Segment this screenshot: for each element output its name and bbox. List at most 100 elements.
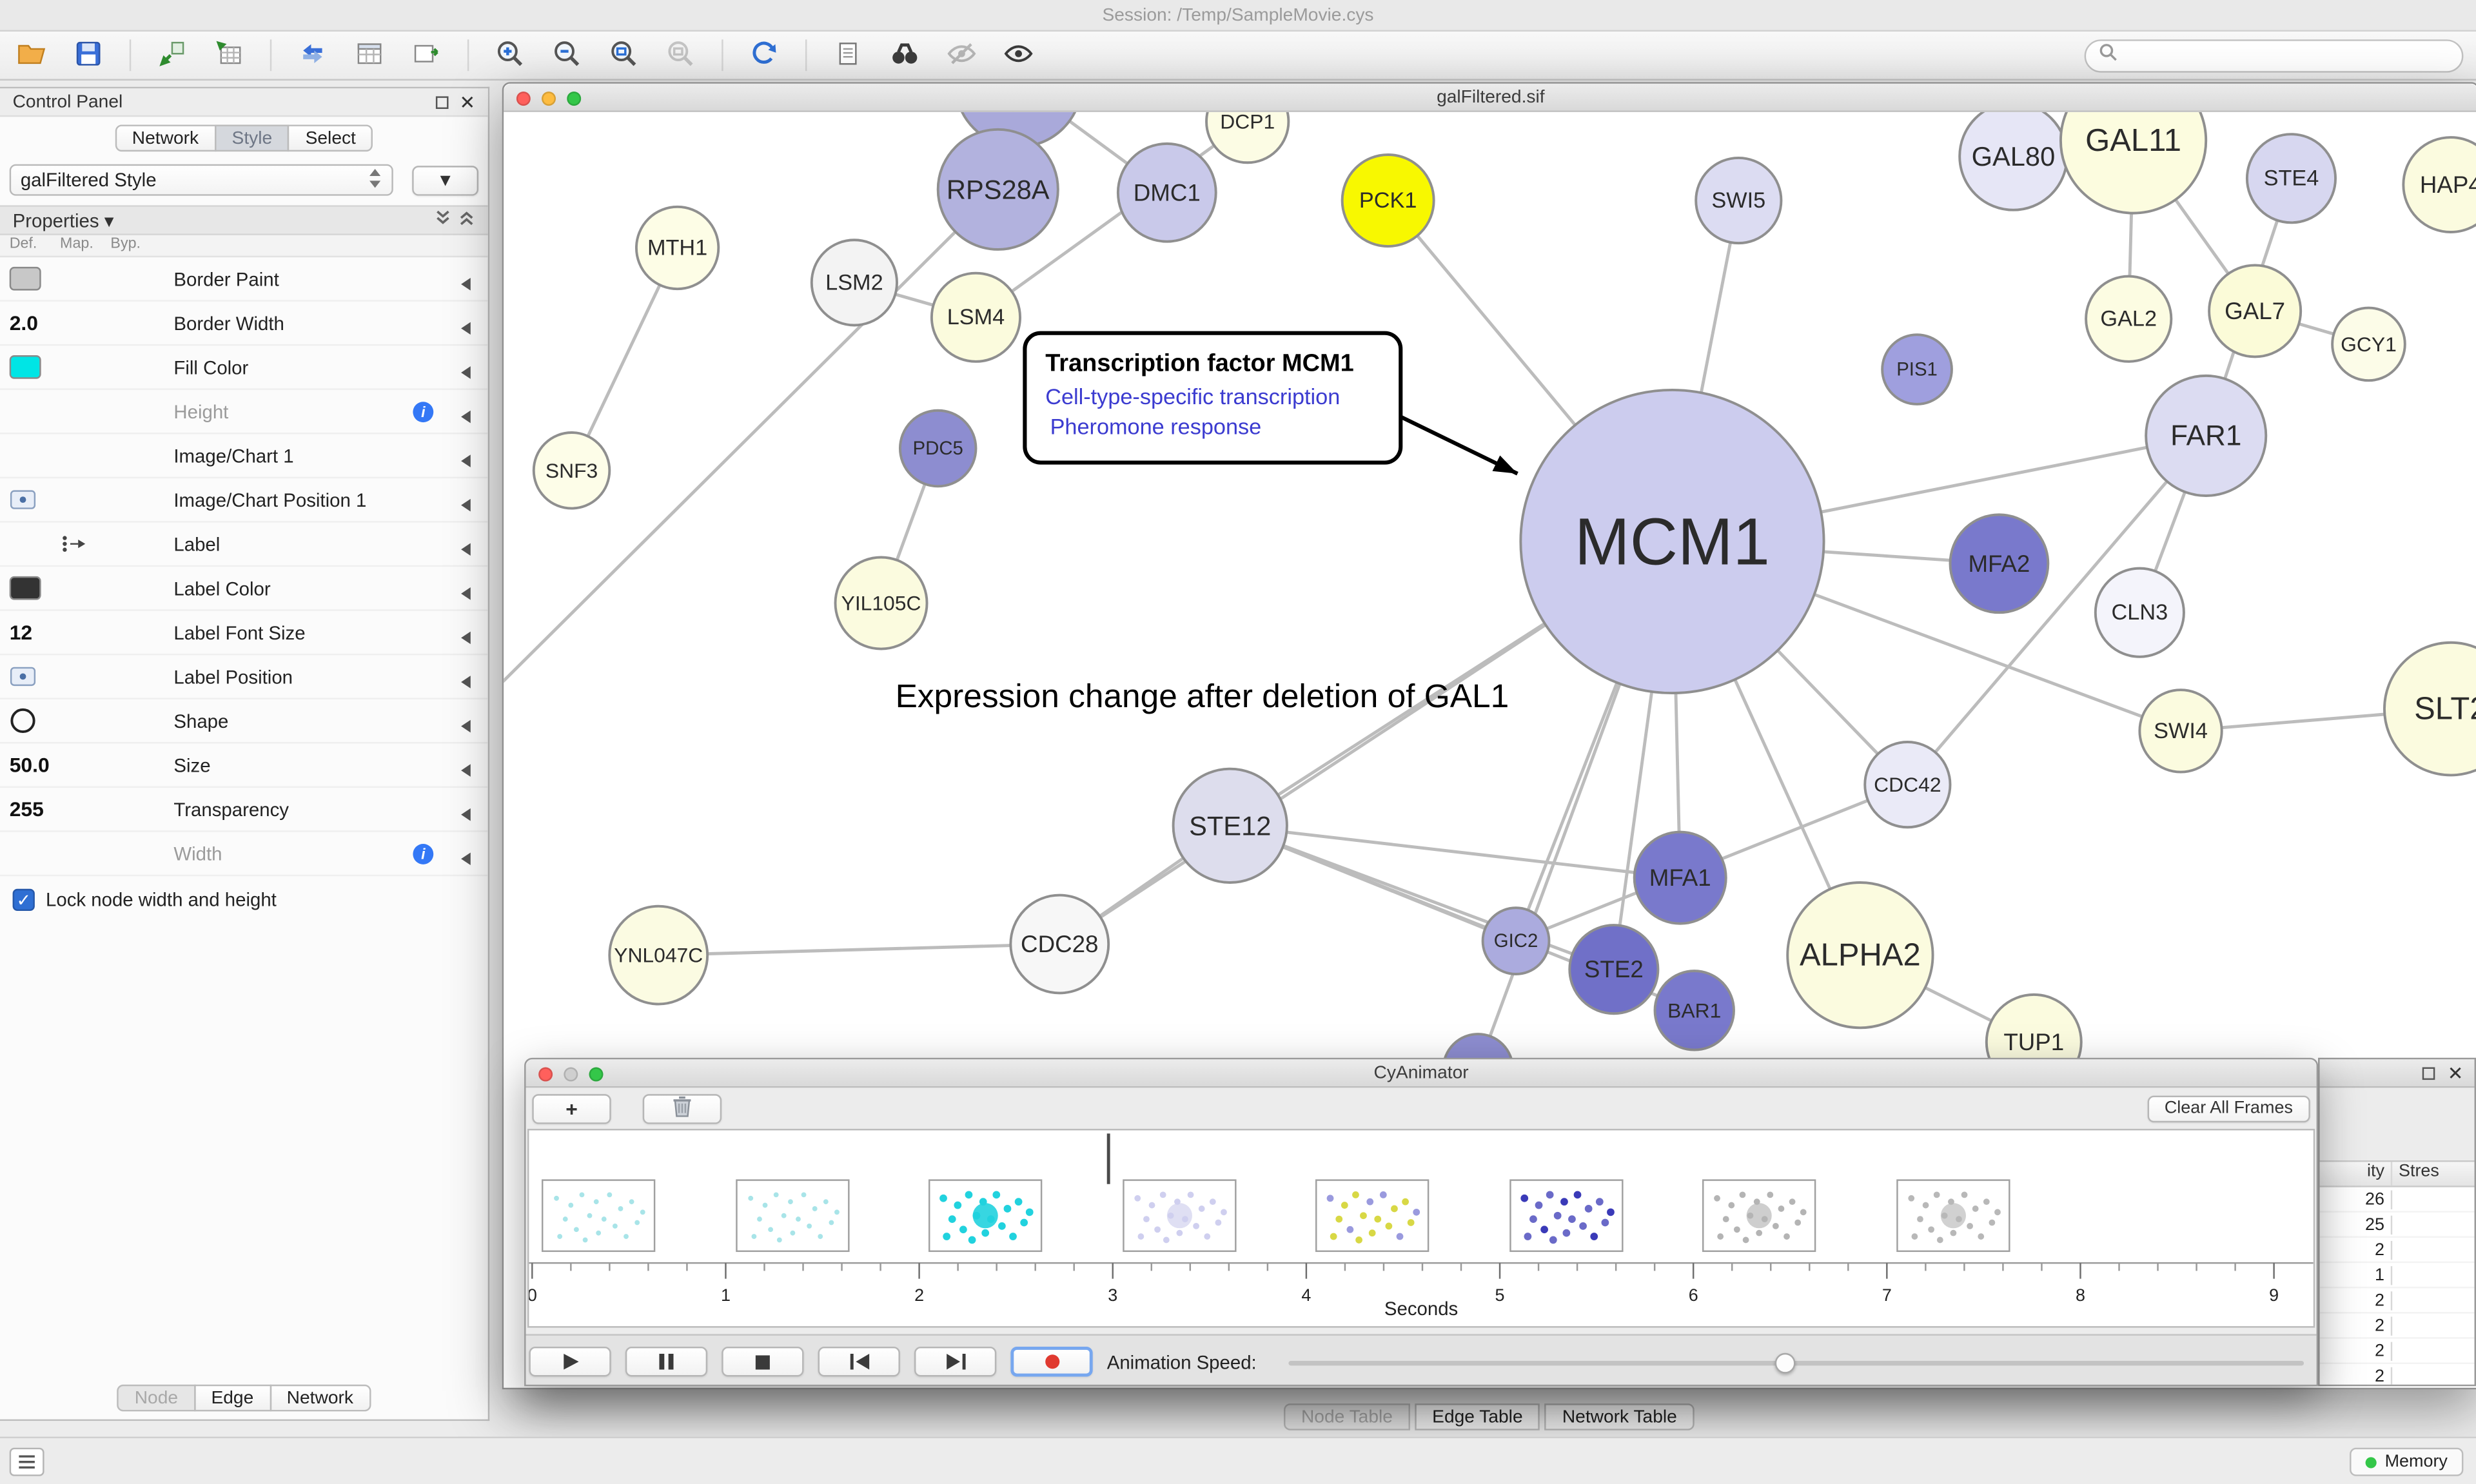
chevron-left-icon[interactable] <box>460 493 473 521</box>
cyanimator-titlebar[interactable]: CyAnimator <box>526 1059 2317 1088</box>
import-network-button[interactable] <box>153 36 192 74</box>
clone-network-button[interactable] <box>829 36 867 74</box>
float-panel-icon[interactable] <box>435 95 449 108</box>
results-table-row[interactable]: 2 <box>2319 1339 2475 1364</box>
style-options-button[interactable]: ▾ <box>412 164 479 195</box>
tab-edge-table[interactable]: Edge Table <box>1415 1403 1540 1430</box>
caption-text[interactable]: Expression change after deletion of GAL1 <box>896 677 1509 714</box>
apply-layout-button[interactable] <box>745 36 783 74</box>
results-table-row[interactable]: 2 <box>2320 1364 2475 1385</box>
chevron-left-icon[interactable] <box>460 404 473 433</box>
network-node-gal80[interactable]: GAL80 <box>1958 112 2068 211</box>
chevron-left-icon[interactable] <box>460 625 473 654</box>
import-table-button[interactable] <box>210 36 248 74</box>
network-node-gal7[interactable]: GAL7 <box>2208 264 2303 358</box>
frame-thumbnail-7[interactable] <box>1896 1179 2010 1253</box>
skip-to-start-button[interactable] <box>818 1346 900 1377</box>
network-node-dcp1[interactable]: DCP1 <box>1205 112 1290 164</box>
zoom-fit-button[interactable] <box>605 36 643 74</box>
tab-select[interactable]: Select <box>288 124 373 152</box>
network-node-gal2[interactable]: GAL2 <box>2085 275 2173 363</box>
chevron-left-icon[interactable] <box>460 758 473 786</box>
chevron-left-icon[interactable] <box>460 316 473 344</box>
search-box[interactable] <box>2084 39 2464 72</box>
close-panel-icon[interactable]: ✕ <box>459 90 476 113</box>
network-node-far1[interactable]: FAR1 <box>2145 374 2268 497</box>
color-swatch[interactable] <box>9 355 41 379</box>
network-node-ynl047c[interactable]: YNL047C <box>608 904 709 1006</box>
network-window-titlebar[interactable]: galFiltered.sif <box>504 83 2476 112</box>
network-node-swi4[interactable]: SWI4 <box>2138 688 2223 774</box>
network-node-mfa1[interactable]: MFA1 <box>1633 830 1727 925</box>
close-window-icon[interactable] <box>516 90 531 105</box>
network-node-alpha2[interactable]: ALPHA2 <box>1786 881 1934 1030</box>
network-node-mth1[interactable]: MTH1 <box>634 205 720 291</box>
network-node-yil105c[interactable]: YIL105C <box>834 556 928 650</box>
export-table-button[interactable] <box>351 36 389 74</box>
tab-node[interactable]: Node <box>117 1384 195 1412</box>
timeline-playhead[interactable] <box>1106 1133 1110 1184</box>
frame-thumbnail-0[interactable] <box>542 1179 656 1253</box>
results-table-row[interactable]: 2 <box>2319 1314 2475 1339</box>
chevron-left-icon[interactable] <box>460 271 473 300</box>
property-row-label[interactable]: Label <box>0 523 488 567</box>
chevron-left-icon[interactable] <box>460 581 473 609</box>
chevron-left-icon[interactable] <box>460 846 473 875</box>
color-swatch[interactable] <box>9 576 41 600</box>
results-table-row[interactable]: 25 <box>2319 1213 2475 1238</box>
open-session-button[interactable] <box>13 36 51 74</box>
property-row-label-position[interactable]: Label Position <box>0 655 488 699</box>
collapse-all-icon[interactable] <box>434 208 451 232</box>
task-history-button[interactable] <box>9 1447 44 1476</box>
results-col-header[interactable]: Stres <box>2399 1162 2439 1181</box>
network-node-pis1[interactable]: PIS1 <box>1881 333 1953 405</box>
lock-size-checkbox[interactable]: ✓ Lock node width and height <box>12 888 488 912</box>
network-node-gcy1[interactable]: GCY1 <box>2331 306 2406 382</box>
property-row-shape[interactable]: Shape <box>0 699 488 744</box>
tab-network[interactable]: Network <box>114 124 217 152</box>
chevron-left-icon[interactable] <box>460 714 473 742</box>
network-node-cdc28[interactable]: CDC28 <box>1009 893 1110 995</box>
frame-thumbnail-2[interactable] <box>928 1179 1043 1253</box>
tab-network-table[interactable]: Network Table <box>1544 1403 1695 1430</box>
delete-frame-button[interactable] <box>642 1093 722 1124</box>
property-row-border-paint[interactable]: Border Paint <box>0 257 488 302</box>
zoom-out-button[interactable] <box>548 36 586 74</box>
network-node-gal11[interactable]: GAL11 <box>2059 112 2208 215</box>
animation-speed-slider[interactable] <box>1288 1347 2304 1378</box>
skip-to-end-button[interactable] <box>914 1346 997 1377</box>
hide-selected-button[interactable] <box>943 36 981 74</box>
network-node-pdc5[interactable]: PDC5 <box>898 409 978 488</box>
tab-node-table[interactable]: Node Table <box>1284 1403 1410 1430</box>
record-button[interactable] <box>1010 1346 1093 1377</box>
close-panel-icon[interactable]: ✕ <box>2447 1061 2464 1084</box>
chevron-left-icon[interactable] <box>460 360 473 388</box>
frame-thumbnail-3[interactable] <box>1122 1179 1236 1253</box>
frame-thumbnail-4[interactable] <box>1315 1179 1430 1253</box>
annotation-callout[interactable]: Transcription factor MCM1Cell-type-speci… <box>1023 331 1518 476</box>
export-network-button[interactable] <box>294 36 332 74</box>
search-input[interactable] <box>2127 44 2450 66</box>
property-row-image-chart-1[interactable]: Image/Chart 1 <box>0 434 488 479</box>
minimize-window-icon[interactable] <box>564 1066 578 1081</box>
frame-thumbnail-1[interactable] <box>735 1179 849 1253</box>
frame-thumbnail-5[interactable] <box>1509 1179 1624 1253</box>
save-session-button[interactable] <box>70 36 108 74</box>
network-node-mfa2[interactable]: MFA2 <box>1949 513 2050 614</box>
results-table-row[interactable]: 1 <box>2319 1263 2475 1289</box>
properties-header[interactable]: Properties ▾ <box>0 205 488 235</box>
pause-button[interactable] <box>625 1346 708 1377</box>
color-swatch[interactable] <box>9 266 41 291</box>
memory-button[interactable]: Memory <box>2350 1447 2464 1476</box>
float-panel-icon[interactable] <box>2422 1066 2435 1079</box>
network-node-gic2[interactable]: GIC2 <box>1481 906 1551 975</box>
chevron-left-icon[interactable] <box>460 802 473 830</box>
network-node-ste12[interactable]: STE12 <box>1172 767 1288 884</box>
results-col-header[interactable]: ity <box>2320 1162 2393 1186</box>
zoom-in-button[interactable] <box>491 36 529 74</box>
